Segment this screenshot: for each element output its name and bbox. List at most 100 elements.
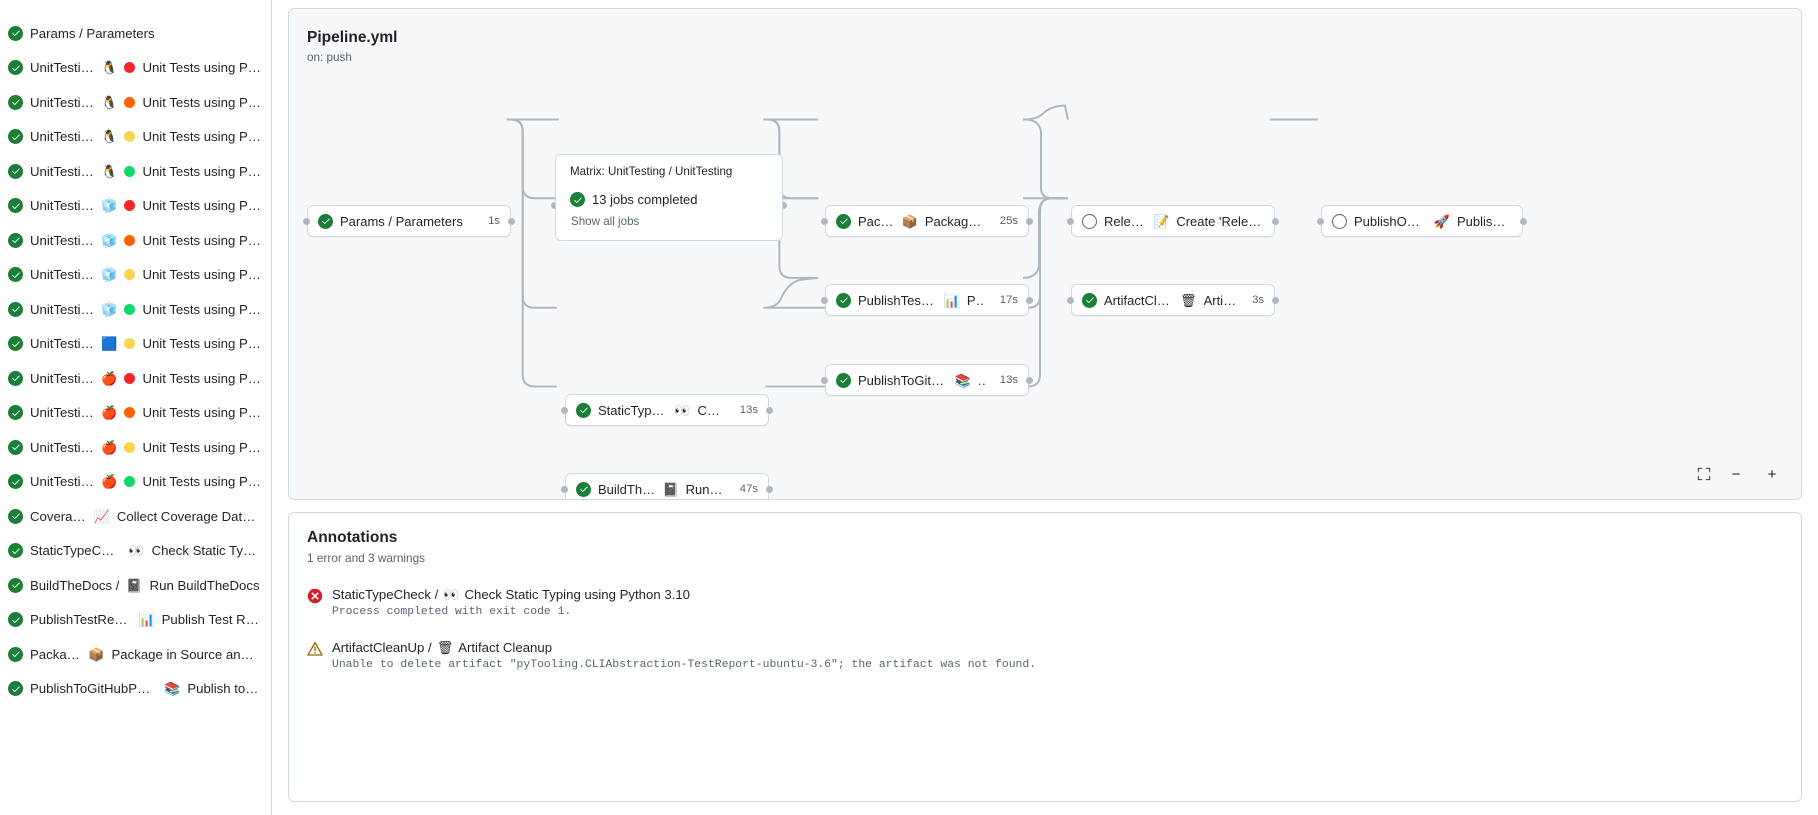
matrix-group-unittesting[interactable]: Matrix: UnitTesting / UnitTesting 13 job…	[555, 154, 783, 241]
sidebar-item-7[interactable]: UnitTesting / 🧊Unit Tests using Pyth...	[0, 258, 271, 293]
sidebar-item-label: UnitTesting /	[30, 439, 95, 455]
graph-node-label: Params / Parameters	[340, 213, 463, 229]
status-success-icon	[1082, 292, 1097, 308]
fit-screen-icon[interactable]	[1693, 463, 1715, 485]
python-version-dot	[124, 441, 136, 453]
graph-node-package[interactable]: Package / 📦Package in So...25s	[825, 205, 1029, 237]
sidebar-item-18[interactable]: Package / 📦Package in Source and Wh...	[0, 637, 271, 672]
sidebar-item-10[interactable]: UnitTesting / 🍎Unit Tests using Pyth...	[0, 361, 271, 396]
job-emoji-icon: 👀	[443, 587, 460, 602]
annotation-step: Artifact Cleanup	[458, 640, 553, 655]
os-icon: 🧊	[101, 232, 118, 248]
sidebar-item-step: Run BuildTheDocs	[149, 577, 260, 593]
os-icon: 🟦	[101, 336, 118, 352]
status-success-icon	[836, 213, 851, 229]
sidebar-item-label: Params / Parameters	[30, 25, 155, 41]
graph-node-params[interactable]: Params / Parameters 1s	[307, 205, 511, 237]
graph-node-release[interactable]: Release / 📝Create 'Release P...	[1071, 205, 1275, 237]
status-success-icon	[8, 439, 23, 455]
status-success-icon	[8, 612, 23, 628]
annotations-heading: Annotations	[307, 529, 398, 546]
graph-port-in	[821, 218, 828, 225]
annotation-job: StaticTypeCheck /	[332, 587, 439, 602]
status-success-icon	[8, 232, 23, 248]
error-icon	[307, 588, 323, 618]
graph-port-out	[766, 407, 773, 414]
graph-node-statictype[interactable]: StaticTypeCheck / 👀Chec...13s	[565, 394, 769, 426]
graph-node-duration: 13s	[739, 404, 758, 416]
sidebar-item-4[interactable]: UnitTesting / 🐧Unit Tests using Pyth...	[0, 154, 271, 189]
matrix-summary-row: 13 jobs completed	[570, 192, 768, 207]
os-icon: 🍎	[101, 439, 118, 455]
graph-port-out	[1520, 218, 1527, 225]
sidebar-item-8[interactable]: UnitTesting / 🧊Unit Tests using Pyth...	[0, 292, 271, 327]
sidebar-item-12[interactable]: UnitTesting / 🍎Unit Tests using Pyth...	[0, 430, 271, 465]
status-pending-icon	[1332, 213, 1347, 229]
workflow-trigger: on: push	[307, 51, 352, 64]
graph-node-duration: 3s	[1252, 294, 1264, 306]
graph-node-ghpages[interactable]: PublishToGitHubPages / 📚...13s	[825, 364, 1029, 396]
sidebar-item-label: UnitTesting /	[30, 129, 95, 145]
zoom-out-button[interactable]: −	[1731, 465, 1741, 483]
graph-node-pypi[interactable]: PublishOnPyPI / 🚀Publish to ...	[1321, 205, 1523, 237]
sidebar-item-step: Unit Tests using Pyth...	[142, 405, 261, 421]
os-icon: 🍎	[101, 405, 118, 421]
sidebar-item-6[interactable]: UnitTesting / 🧊Unit Tests using Pyth...	[0, 223, 271, 258]
warning-icon	[307, 641, 323, 671]
sidebar-item-step: Check Static Typing...	[151, 543, 261, 559]
sidebar-item-19[interactable]: PublishToGitHubPages / 📚Publish to G...	[0, 672, 271, 707]
graph-port-in	[821, 297, 828, 304]
sidebar-item-3[interactable]: UnitTesting / 🐧Unit Tests using Pyth...	[0, 120, 271, 155]
graph-node-duration: 25s	[999, 215, 1018, 227]
graph-port-in	[561, 486, 568, 493]
sidebar-item-label: BuildTheDocs /	[30, 577, 120, 593]
job-emoji-icon: 📓	[662, 481, 679, 497]
graph-port-in	[1067, 297, 1074, 304]
show-all-jobs-link[interactable]: Show all jobs	[571, 215, 640, 228]
sidebar-item-17[interactable]: PublishTestResults / 📊Publish Test Resu.…	[0, 603, 271, 638]
sidebar-item-step: Unit Tests using Pyth...	[142, 301, 261, 317]
sidebar-item-step: Publish Test Resu...	[161, 612, 261, 628]
job-emoji-icon: 🚀	[1433, 213, 1450, 229]
sidebar-item-label: UnitTesting /	[30, 163, 95, 179]
sidebar-item-15[interactable]: StaticTypeCheck / 👀Check Static Typing..…	[0, 534, 271, 569]
python-version-dot	[124, 372, 136, 384]
sidebar-item-16[interactable]: BuildTheDocs / 📓Run BuildTheDocs	[0, 568, 271, 603]
sidebar-item-14[interactable]: Coverage / 📈Collect Coverage Data usi...	[0, 499, 271, 534]
sidebar-item-0[interactable]: Params / Parameters	[0, 16, 271, 51]
python-version-dot	[124, 234, 136, 246]
sidebar-item-11[interactable]: UnitTesting / 🍎Unit Tests using Pyth...	[0, 396, 271, 431]
graph-node-duration: 1s	[488, 215, 500, 227]
graph-node-artifact[interactable]: ArtifactCleanUp / 🗑Artifac...3s	[1071, 284, 1275, 316]
annotation-body: StaticTypeCheck / 👀Check Static Typing u…	[332, 587, 690, 618]
sidebar-item-2[interactable]: UnitTesting / 🐧Unit Tests using Pyth...	[0, 85, 271, 120]
graph-node-testresults[interactable]: PublishTestResults / 📊Pu...17s	[825, 284, 1029, 316]
annotation-row-0[interactable]: StaticTypeCheck / 👀Check Static Typing u…	[307, 587, 1783, 618]
status-success-icon	[8, 267, 23, 283]
matrix-port-in	[551, 202, 558, 209]
graph-port-out	[1026, 297, 1033, 304]
status-success-icon	[318, 213, 333, 229]
sidebar-item-step: Collect Coverage Data usi...	[116, 508, 261, 524]
graph-node-label: ArtifactCleanUp /	[1104, 292, 1173, 308]
sidebar-item-5[interactable]: UnitTesting / 🧊Unit Tests using Pyth...	[0, 189, 271, 224]
sidebar-item-1[interactable]: UnitTesting / 🐧Unit Tests using Pyth...	[0, 51, 271, 86]
graph-port-out	[1272, 297, 1279, 304]
matrix-port-out	[780, 202, 787, 209]
zoom-in-button[interactable]: +	[1767, 465, 1777, 483]
sidebar-item-9[interactable]: UnitTesting / 🟦Unit Tests using Pyth...	[0, 327, 271, 362]
status-pending-icon	[1082, 213, 1097, 229]
graph-port-out	[508, 218, 515, 225]
graph-node-label: PublishToGitHubPages /	[858, 372, 948, 388]
sidebar-item-label: UnitTesting /	[30, 370, 95, 386]
graph-node-builddocs[interactable]: BuildTheDocs / 📓Run Buil...47s	[565, 473, 769, 499]
main-content: Pipeline.yml on: push	[272, 0, 1818, 815]
sidebar-item-step: Unit Tests using Pyth...	[142, 163, 261, 179]
sidebar-item-13[interactable]: UnitTesting / 🍎Unit Tests using Pyth...	[0, 465, 271, 500]
workflow-graph: Pipeline.yml on: push	[288, 8, 1802, 500]
graph-node-label: Release /	[1104, 213, 1146, 229]
status-success-icon	[8, 646, 23, 662]
